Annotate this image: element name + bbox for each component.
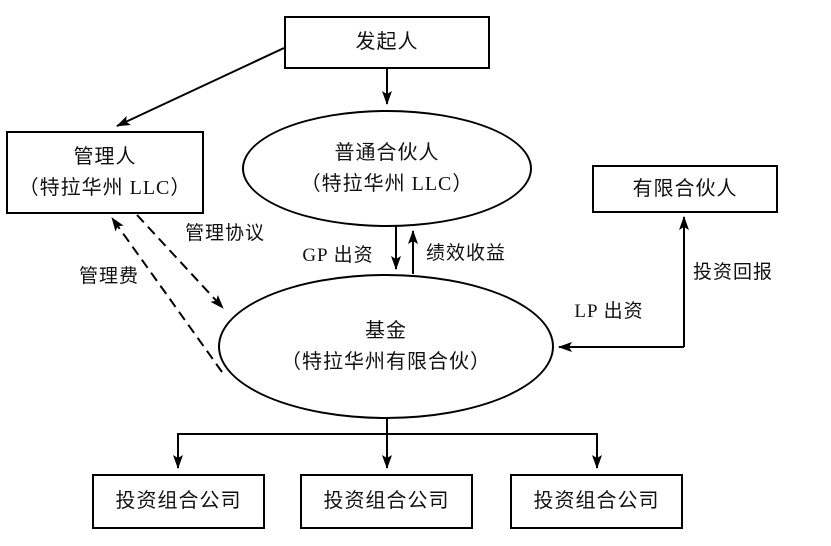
node-sponsor: 发起人 [284, 16, 490, 69]
portfolio-company-label: 投资组合公司 [533, 490, 660, 512]
edge-label-gp-contribution: GP 出资 [302, 245, 374, 266]
edge-label-performance-income: 绩效收益 [425, 243, 507, 264]
manager-name: 管理人 [73, 145, 137, 168]
edge-label-management-agreement: 管理协议 [184, 223, 266, 244]
node-fund: 基金 （特拉华州有限合伙） [218, 274, 554, 419]
node-manager: 管理人 （特拉华州 LLC） [6, 131, 204, 214]
node-portfolio-company-1: 投资组合公司 [92, 474, 265, 529]
edge-label-management-fee: 管理费 [78, 266, 140, 287]
edge-label-lp-contribution: LP 出资 [574, 301, 644, 322]
portfolio-company-label: 投资组合公司 [115, 490, 242, 512]
general-partner-name: 普通合伙人 [334, 141, 440, 164]
arrow-management-agreement [136, 214, 224, 309]
node-portfolio-company-2: 投资组合公司 [300, 474, 473, 529]
fund-name: 基金 [365, 319, 407, 342]
manager-jurisdiction: （特拉华州 LLC） [18, 176, 192, 199]
node-general-partner: 普通合伙人 （特拉华州 LLC） [242, 110, 532, 227]
fund-jurisdiction: （特拉华州有限合伙） [281, 350, 491, 373]
general-partner-jurisdiction: （特拉华州 LLC） [300, 172, 474, 195]
edge-label-investment-return: 投资回报 [692, 262, 774, 283]
node-portfolio-company-3: 投资组合公司 [510, 474, 683, 529]
node-limited-partner: 有限合伙人 [592, 165, 778, 213]
limited-partner-label: 有限合伙人 [632, 177, 738, 200]
arrow-sponsor-to-manager [116, 47, 285, 127]
portfolio-company-label: 投资组合公司 [323, 490, 450, 512]
sponsor-label: 发起人 [355, 31, 419, 53]
